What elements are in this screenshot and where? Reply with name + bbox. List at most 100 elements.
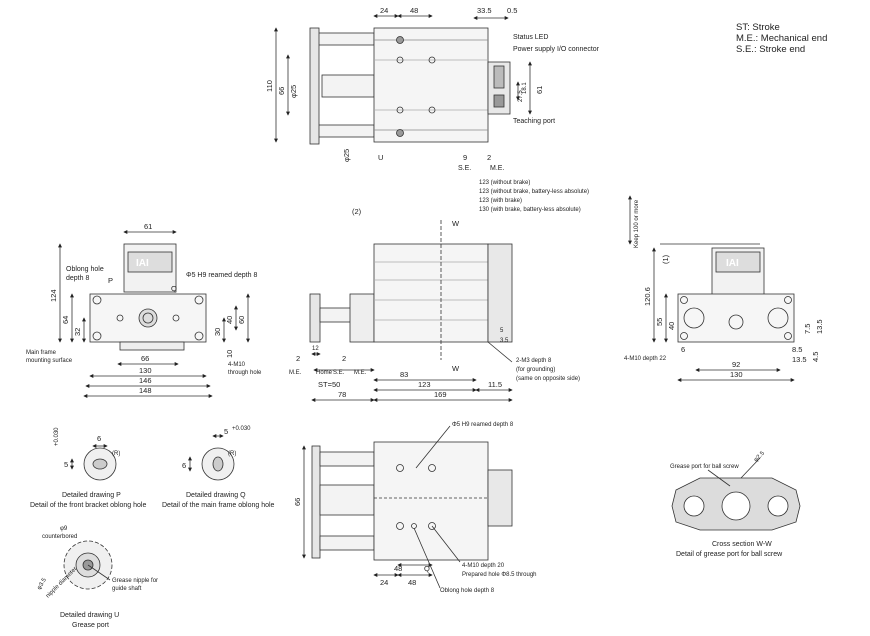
- label-phi9: φ9: [60, 526, 68, 532]
- dim-110: 110: [265, 80, 274, 92]
- top-view-text: 24 48 33.5 0.5 110 66 φ25 18.1 27.5 61 φ…: [265, 6, 600, 172]
- dim-phi25: φ25: [289, 85, 298, 98]
- length-notes: 123 (without brake) 123 (without brake, …: [479, 180, 589, 213]
- guide-rod-upper: [317, 32, 375, 46]
- dim-3-5: 3.5: [500, 338, 509, 344]
- base-flange: [119, 341, 185, 351]
- center-rod: [321, 74, 375, 98]
- motor-cover: [715, 251, 761, 273]
- dim-120-6: 120.6: [643, 287, 652, 306]
- rear-view: [628, 195, 795, 382]
- dim-61: 61: [535, 86, 544, 94]
- bore: [767, 307, 789, 329]
- mount-hole: [396, 129, 404, 137]
- caption-ww-2: Detail of grease port for ball screw: [676, 551, 783, 558]
- dim-66: 66: [141, 354, 149, 363]
- label-grease-nipple: Grease nipple for: [112, 578, 158, 584]
- detail-q-text: 5 +0.030 6 (R) Detailed drawing Q Detail…: [162, 426, 275, 509]
- dim-169: 169: [434, 390, 447, 399]
- detail-q: [188, 434, 235, 481]
- dim-keep: Keep 100 or more: [634, 199, 640, 248]
- oblong-hole: [116, 314, 124, 322]
- label-guide-shaft: guide shaft: [112, 586, 142, 592]
- side-view-text: (2) W W 12 2 2 5 3.5 83 123 11.5 ST=50 7…: [289, 207, 580, 399]
- mount-hole: [428, 106, 436, 114]
- dim-55: 55: [655, 318, 664, 326]
- dim-40: 40: [225, 316, 234, 324]
- section-ww: [671, 457, 801, 531]
- dim-30: 30: [213, 328, 222, 336]
- dim-33-5: 33.5: [477, 6, 492, 15]
- mount-hole: [428, 522, 436, 530]
- dim-5: 5: [64, 460, 68, 469]
- dim-61: 61: [144, 222, 152, 231]
- dim-phi25-b: φ25: [342, 149, 351, 162]
- dim-2-paren: (2): [352, 207, 362, 216]
- dim-24: 24: [380, 6, 388, 15]
- mount-hole: [396, 522, 404, 530]
- dim-60: 60: [237, 316, 246, 324]
- label-p: P: [108, 276, 113, 285]
- front-plate: [309, 27, 320, 145]
- front-plate: [311, 445, 321, 559]
- dim-2: 2: [487, 153, 491, 162]
- caption-ww-1: Cross section W-W: [712, 541, 772, 548]
- label-mounting-surface: mounting surface: [26, 358, 73, 364]
- label-opposite: (same on opposite side): [516, 376, 580, 382]
- motor-cover: [127, 251, 173, 273]
- dim-0-5: 0.5: [507, 6, 517, 15]
- note-line: 130 (with brake, battery-less absolute): [479, 207, 581, 213]
- mount-hole: [680, 332, 688, 340]
- mount-hole: [428, 464, 436, 472]
- label-reamed: Φ5 H9 reamed depth 8: [452, 422, 514, 428]
- dim-18-1: 18.1: [522, 82, 528, 94]
- mount-hole: [680, 296, 688, 304]
- bottom-view-text: 66 24 48 48 Φ5 H9 reamed depth 8 4-M10 d…: [293, 422, 537, 594]
- dim-st50: ST=50: [318, 380, 340, 389]
- label-m3: 2-M3 depth 8: [516, 358, 552, 364]
- mount-hole: [396, 106, 404, 114]
- dim-123: 123: [418, 380, 431, 389]
- label-main-frame: Main frame: [26, 350, 57, 356]
- legend-mechanical-end: M.E.: Mechanical end: [736, 33, 828, 44]
- legend-stroke: ST: Stroke: [736, 22, 780, 33]
- mount-hole: [784, 296, 792, 304]
- main-frame: [373, 243, 489, 343]
- detail-p-text: 6 5 +0.030 (R) Detailed drawing P Detail…: [30, 427, 146, 509]
- dim-66: 66: [293, 498, 302, 506]
- dim-5: 5: [224, 427, 228, 436]
- dim-5: 5: [500, 328, 504, 334]
- brand-logo: IAI: [726, 258, 739, 269]
- legend: ST: Stroke M.E.: Mechanical end S.E.: St…: [736, 22, 827, 55]
- mount-hole: [396, 56, 404, 64]
- label-phi3-5: φ3.5: [37, 577, 49, 591]
- side-view: [309, 220, 513, 402]
- guide-rod: [319, 451, 375, 467]
- label-power-connector: Power supply I/O connector: [513, 46, 600, 53]
- caption-p-1: Detailed drawing P: [62, 492, 121, 499]
- reamed-hole: [172, 314, 180, 322]
- caption-q-2: Detail of the main frame oblong hole: [162, 502, 275, 509]
- label-u: U: [378, 153, 383, 162]
- note-line: 123 (with brake): [479, 198, 522, 204]
- main-frame: [373, 441, 489, 561]
- center-rod: [319, 484, 375, 516]
- dim-6: 6: [182, 461, 186, 470]
- dim-27-5: 27.5: [518, 90, 524, 102]
- label-m10-depth: 4-M10 depth 22: [624, 356, 667, 362]
- label-teaching-port: Teaching port: [513, 118, 555, 125]
- dim-13-5: 13.5: [815, 319, 824, 334]
- dim-9: 9: [463, 153, 467, 162]
- main-frame: [373, 27, 489, 143]
- dim-24: 24: [380, 578, 388, 587]
- dim-78: 78: [338, 390, 346, 399]
- dim-148: 148: [139, 386, 152, 395]
- dim-6: 6: [97, 434, 101, 443]
- section-w-top: W: [452, 219, 460, 228]
- dim-tolerance: +0.030: [54, 427, 60, 446]
- label-depth-8: depth 8: [66, 275, 89, 282]
- dim-130: 130: [730, 370, 743, 379]
- mount-hole: [194, 295, 204, 305]
- front-view-text: 61 124 64 32 66 130 146 148 30 40 60 10 …: [26, 222, 262, 395]
- dim-4-5: 4.5: [811, 352, 820, 362]
